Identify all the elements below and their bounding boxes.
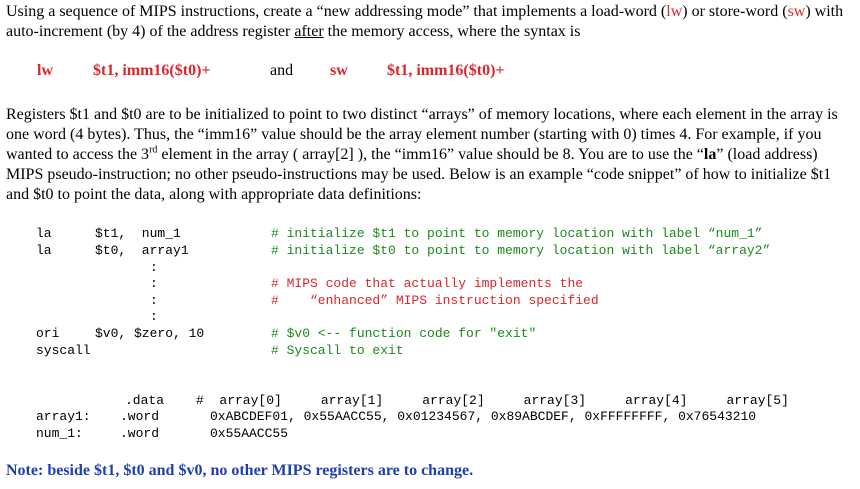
syntax-sw-args: $t1, imm16($t0)+ [387,62,505,79]
para-text-1: Registers $t1 and $t0 are to be initiali… [6,106,838,163]
code-line6-comment: # Syscall to exit [271,343,404,358]
code-line2-op: la [36,243,52,258]
syntax-sw-op: sw [330,62,348,79]
code-line5-comment: # $v0 <-- function code for "exit" [271,326,537,341]
data-row2-dir: .word [120,426,160,441]
para-sup: rd [149,144,158,156]
data-row1-label: array1: [36,409,91,424]
code-line1-args: $t1, num_1 [95,226,181,241]
intro-text-4: the memory access, where the syntax is [323,23,581,40]
intro-text-3: ) with auto-increment (by 4) of the addr… [6,3,844,40]
description-paragraph: Registers $t1 and $t0 are to be initiali… [6,105,856,205]
note-text: Note: beside $t1, $t0 and $v0, no other … [6,462,474,479]
code-line1-op: la [36,226,52,241]
code-ellipsis-3: : [150,293,158,308]
code-line2-args: $t0, array1 [95,243,189,258]
para-la: la [703,146,717,163]
code-comment-enhanced: # “enhanced” MIPS instruction specified [271,293,599,308]
code-comment-implements: # MIPS code that actually implements the [271,276,584,291]
intro-paragraph: Using a sequence of MIPS instructions, c… [6,2,856,42]
syntax-and: and [270,62,294,79]
intro-sw: sw [787,3,806,20]
syntax-lw-args: $t1, imm16($t0)+ [93,62,211,79]
data-header-comment: # array[0] array[1] array[2] array[3] ar… [196,393,789,408]
data-row2-values: 0x55AACC55 [210,426,289,441]
code-line6-op: syscall [36,343,91,358]
para-text-2: element in the array ( array[2] ), the “… [157,146,704,163]
data-row2-label: num_1: [36,426,83,441]
intro-lw: lw [666,3,683,20]
data-directive: .data [125,393,165,408]
syntax-lw-op: lw [37,62,53,79]
code-line5-args: $v0, $zero, 10 [95,326,205,341]
code-line5-op: ori [36,326,60,341]
data-row1-values: 0xABCDEF01, 0x55AACC55, 0x01234567, 0x89… [210,409,757,424]
code-ellipsis-2: : [150,276,158,291]
code-line2-comment: # initialize $t0 to point to memory loca… [271,243,771,258]
data-row1-dir: .word [120,409,160,424]
intro-text-2: ) or store-word ( [682,3,788,20]
intro-after: after [294,23,324,40]
code-line1-comment: # initialize $t1 to point to memory loca… [271,226,763,241]
para-text-3: ” (load address) MIPS pseudo-instruction… [6,146,832,203]
code-ellipsis-1: : [150,260,158,275]
intro-text-1: Using a sequence of MIPS instructions, c… [6,3,667,20]
code-ellipsis-4: : [150,309,158,324]
